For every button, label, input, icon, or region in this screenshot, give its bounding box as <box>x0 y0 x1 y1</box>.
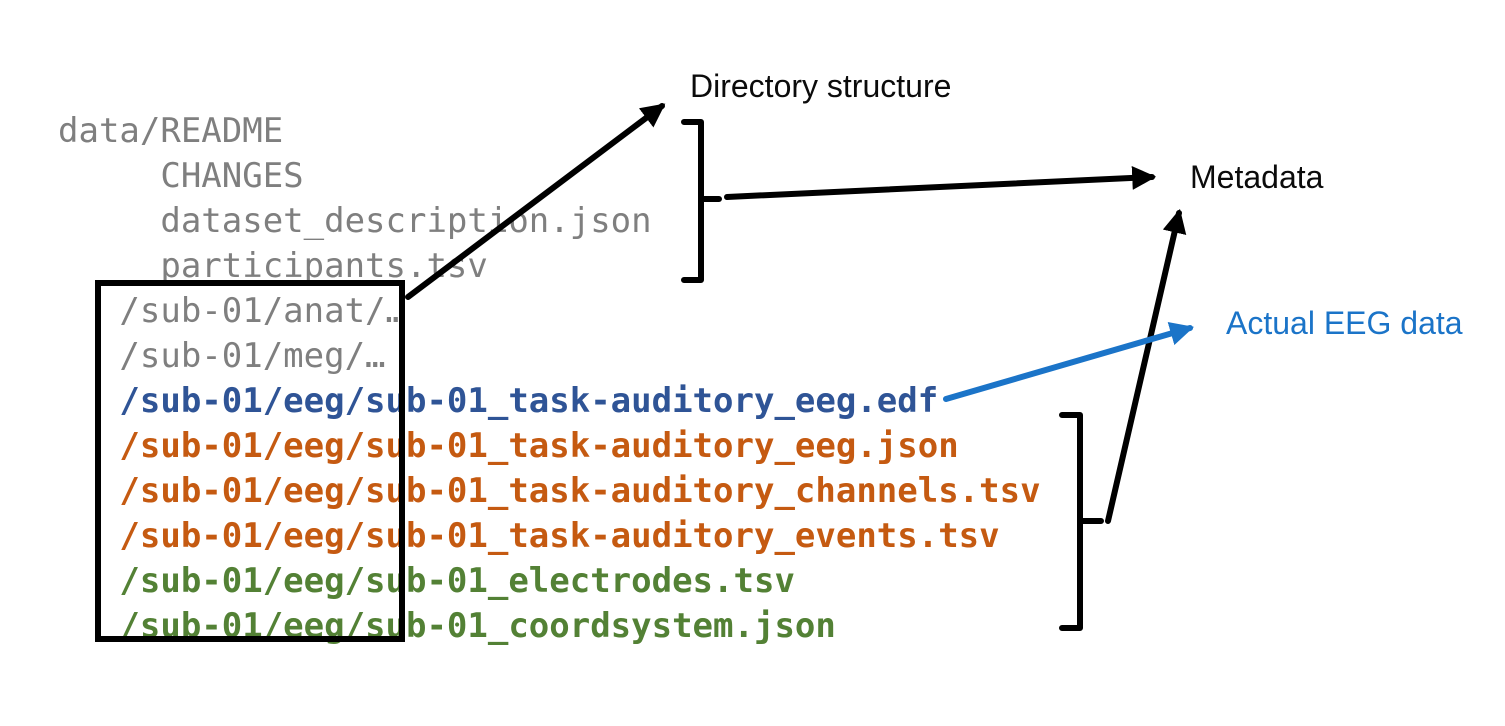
file-line: dataset_description.json <box>160 201 652 241</box>
file-line: /sub-01/anat/… <box>119 291 406 331</box>
metadata-arrow-from-bottom-bracket <box>1105 208 1187 524</box>
file-line: data/README <box>58 111 284 151</box>
file-line: /sub-01/eeg/sub-01_task-auditory_channel… <box>119 471 1041 511</box>
actual-eeg-data-label: Actual EEG data <box>1226 305 1463 341</box>
subject-files-highlight-box <box>95 280 405 642</box>
eeg-metadata-files-bracket <box>1059 412 1104 631</box>
file-line: /sub-01/eeg/sub-01_task-auditory_eeg.jso… <box>119 426 959 466</box>
file-line: CHANGES <box>160 156 304 196</box>
file-line: /sub-01/eeg/sub-01_task-auditory_eeg.edf <box>119 381 939 421</box>
file-line: /sub-01/eeg/sub-01_electrodes.tsv <box>119 561 795 601</box>
file-line: /sub-01/meg/… <box>119 336 386 376</box>
metadata-label: Metadata <box>1190 159 1324 195</box>
directory-structure-label: Directory structure <box>690 68 952 104</box>
file-line: /sub-01/eeg/sub-01_task-auditory_events.… <box>119 516 1000 556</box>
